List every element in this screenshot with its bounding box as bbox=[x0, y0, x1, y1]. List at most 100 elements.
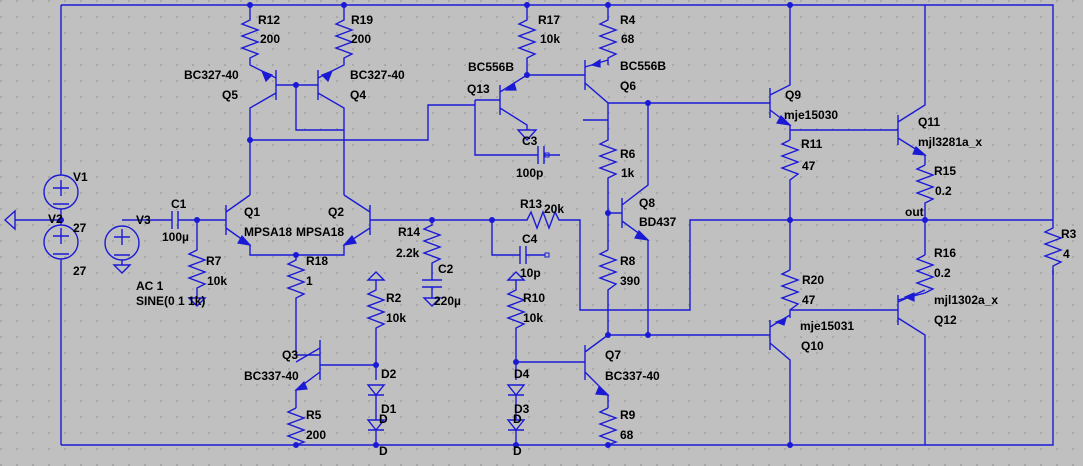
label-r11-ref: R11 bbox=[801, 137, 823, 151]
label-r13-ref: R13 bbox=[520, 197, 542, 211]
label-r18-ref: R18 bbox=[306, 254, 328, 268]
label-q4-ref: Q4 bbox=[350, 88, 366, 102]
label-q7-value: BC337-40 bbox=[605, 369, 660, 383]
label-q12-value: mjl1302a_x bbox=[934, 293, 998, 307]
label-sine-line: SINE(0 1 1k) bbox=[136, 294, 205, 308]
tail-wiring bbox=[249, 104, 475, 355]
label-q5-value: BC327-40 bbox=[184, 68, 239, 82]
label-r19-value: 200 bbox=[351, 32, 371, 46]
capacitor-c4 bbox=[491, 220, 550, 264]
label-v1-value: 27 bbox=[73, 221, 87, 235]
signal-source-v3 bbox=[104, 219, 160, 274]
label-r7-value: 10k bbox=[207, 274, 227, 288]
label-q4-value: BC327-40 bbox=[350, 68, 405, 82]
negative-rail bbox=[61, 270, 1054, 446]
label-q2-value: MPSA18 bbox=[296, 225, 344, 239]
label-q10-ref: Q10 bbox=[801, 339, 824, 353]
label-ac-line: AC 1 bbox=[136, 279, 164, 293]
resistor-r13 bbox=[492, 210, 1053, 311]
label-q12-ref: Q12 bbox=[934, 313, 957, 327]
label-q3-value: BC337-40 bbox=[244, 369, 299, 383]
label-r6-ref: R6 bbox=[620, 147, 636, 161]
label-r9-value: 68 bbox=[620, 428, 634, 442]
label-r4-value: 68 bbox=[621, 32, 635, 46]
label-q9-ref: Q9 bbox=[785, 88, 801, 102]
capacitor-c2 bbox=[422, 279, 442, 307]
supply-v2 bbox=[43, 220, 79, 445]
label-r15-value: 0.2 bbox=[935, 184, 952, 198]
label-d1-ref: D1 bbox=[381, 402, 397, 416]
load-resistor-r3 bbox=[1043, 220, 1063, 275]
resistor-r11 bbox=[780, 129, 898, 270]
transistor-q2 bbox=[342, 194, 380, 246]
label-r5-value: 200 bbox=[306, 428, 326, 442]
resistor-r12 bbox=[240, 5, 277, 79]
transistor-q10 bbox=[769, 314, 791, 445]
label-q1-value: MPSA18 bbox=[244, 225, 292, 239]
transistor-q9 bbox=[769, 5, 792, 140]
label-q6-value: BC556B bbox=[620, 59, 666, 73]
net-label-d-2: D bbox=[513, 444, 522, 458]
label-r20-value: 47 bbox=[802, 293, 816, 307]
net-label-d-4: D bbox=[513, 412, 522, 426]
transistor-q4 bbox=[317, 69, 345, 140]
label-r17-value: 10k bbox=[540, 32, 560, 46]
ground-symbol-main bbox=[3, 209, 61, 231]
labels: R12 200 R19 200 R17 10k R4 68 BC327-40 Q… bbox=[48, 13, 1077, 458]
label-r10-value: 10k bbox=[523, 311, 543, 325]
label-r12-value: 200 bbox=[260, 32, 280, 46]
label-c2-value: 220µ bbox=[434, 294, 461, 308]
label-r15-ref: R15 bbox=[934, 164, 956, 178]
label-r10-ref: R10 bbox=[523, 291, 545, 305]
resistor-r20 bbox=[780, 269, 898, 318]
label-q5-ref: Q5 bbox=[222, 88, 238, 102]
label-q2-ref: Q2 bbox=[328, 205, 344, 219]
label-c2-ref: C2 bbox=[438, 262, 454, 276]
label-d2-ref: D2 bbox=[381, 367, 397, 381]
resistor-r16 bbox=[897, 254, 935, 301]
label-r2-value: 10k bbox=[386, 311, 406, 325]
label-r8-value: 390 bbox=[620, 274, 640, 288]
diode-d3 bbox=[506, 395, 526, 445]
label-q6-ref: Q6 bbox=[620, 79, 636, 93]
label-c3-value: 100p bbox=[516, 166, 543, 180]
label-r14-value: 2.2k bbox=[396, 246, 420, 260]
transistor-q7 bbox=[516, 334, 770, 408]
label-v1-ref: V1 bbox=[73, 170, 88, 184]
label-c1-ref: C1 bbox=[171, 197, 187, 211]
label-r17-ref: R17 bbox=[538, 13, 560, 27]
label-d3-ref: D3 bbox=[514, 402, 530, 416]
label-q9-value: mje15030 bbox=[784, 108, 838, 122]
label-q8-value: BD437 bbox=[639, 215, 677, 229]
label-r16-ref: R16 bbox=[934, 246, 956, 260]
label-r6-value: 1k bbox=[621, 166, 635, 180]
net-label-d-3: D bbox=[379, 412, 388, 426]
label-r5-ref: R5 bbox=[306, 408, 322, 422]
label-r7-ref: R7 bbox=[206, 254, 222, 268]
transistor-q6 bbox=[527, 58, 770, 125]
label-q11-value: mjl3281a_x bbox=[918, 135, 982, 149]
label-r2-ref: R2 bbox=[386, 291, 402, 305]
label-r4-ref: R4 bbox=[620, 13, 636, 27]
label-r11-value: 47 bbox=[802, 159, 816, 173]
label-q11-ref: Q11 bbox=[918, 115, 940, 129]
net-label-d-1: D bbox=[379, 444, 388, 458]
label-q13-value: BC556B bbox=[468, 60, 514, 74]
net-label-out: out bbox=[905, 205, 924, 219]
transistor-q13 bbox=[474, 74, 528, 156]
resistor-r9 bbox=[598, 407, 618, 446]
label-r19-ref: R19 bbox=[351, 13, 373, 27]
resistor-r6 bbox=[583, 119, 618, 250]
label-q3-ref: Q3 bbox=[282, 348, 298, 362]
resistor-r19 bbox=[317, 5, 354, 79]
label-r3-value: 4 bbox=[1063, 247, 1070, 261]
label-q8-ref: Q8 bbox=[639, 196, 655, 210]
label-r20-ref: R20 bbox=[802, 273, 824, 287]
label-q1-ref: Q1 bbox=[244, 205, 260, 219]
capacitor-c1 bbox=[160, 211, 215, 229]
diode-d1 bbox=[366, 395, 386, 445]
transistor-q11 bbox=[897, 5, 927, 165]
